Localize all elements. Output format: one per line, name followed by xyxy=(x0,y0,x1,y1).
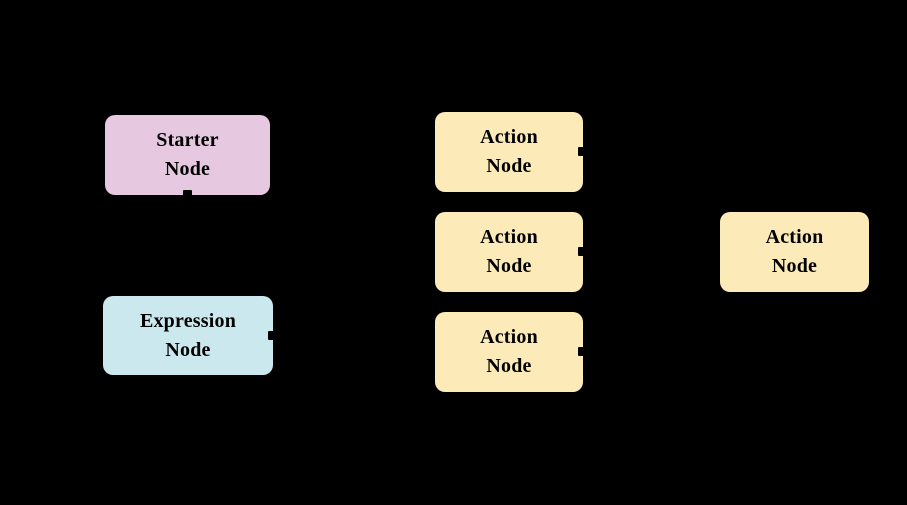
action-node-2[interactable]: Action Node xyxy=(435,212,583,292)
action-node-3-port-right[interactable] xyxy=(578,347,585,356)
starter-node-label-line2: Node xyxy=(164,158,211,180)
action-node-1-port-right[interactable] xyxy=(578,147,585,156)
starter-node-port-bottom[interactable] xyxy=(183,190,192,197)
expression-node-port-right[interactable] xyxy=(268,331,275,340)
edge-expression-riser xyxy=(273,151,275,351)
starter-node-label-line1: Starter xyxy=(156,129,219,151)
action-node-4-label-line2: Node xyxy=(771,255,818,277)
action-node-1[interactable]: Action Node xyxy=(435,112,583,192)
action-node-3[interactable]: Action Node xyxy=(435,312,583,392)
expression-node[interactable]: Expression Node xyxy=(103,296,273,375)
action-node-3-label-line1: Action xyxy=(480,326,538,348)
action-node-2-label-line2: Node xyxy=(486,255,532,277)
action-node-4[interactable]: Action Node xyxy=(720,212,869,292)
action-node-1-label-line2: Node xyxy=(486,155,532,177)
expression-node-label-line1: Expression xyxy=(139,309,237,332)
action-node-1-label-line1: Action xyxy=(480,126,538,148)
starter-node[interactable]: Starter Node xyxy=(105,115,270,195)
expression-node-label-line2: Node xyxy=(165,338,211,361)
edge-expression-to-action-3 xyxy=(273,335,435,337)
action-node-2-label-line1: Action xyxy=(480,226,538,248)
action-node-4-label-line1: Action xyxy=(765,226,824,248)
action-node-2-port-right[interactable] xyxy=(578,247,585,256)
edge-action-2-to-action-4 xyxy=(583,251,720,253)
edge-expression-to-action-1 xyxy=(273,151,435,153)
edge-starter-to-expression xyxy=(184,195,186,296)
edge-expression-to-action-2 xyxy=(273,251,435,253)
action-node-3-label-line2: Node xyxy=(486,355,532,377)
